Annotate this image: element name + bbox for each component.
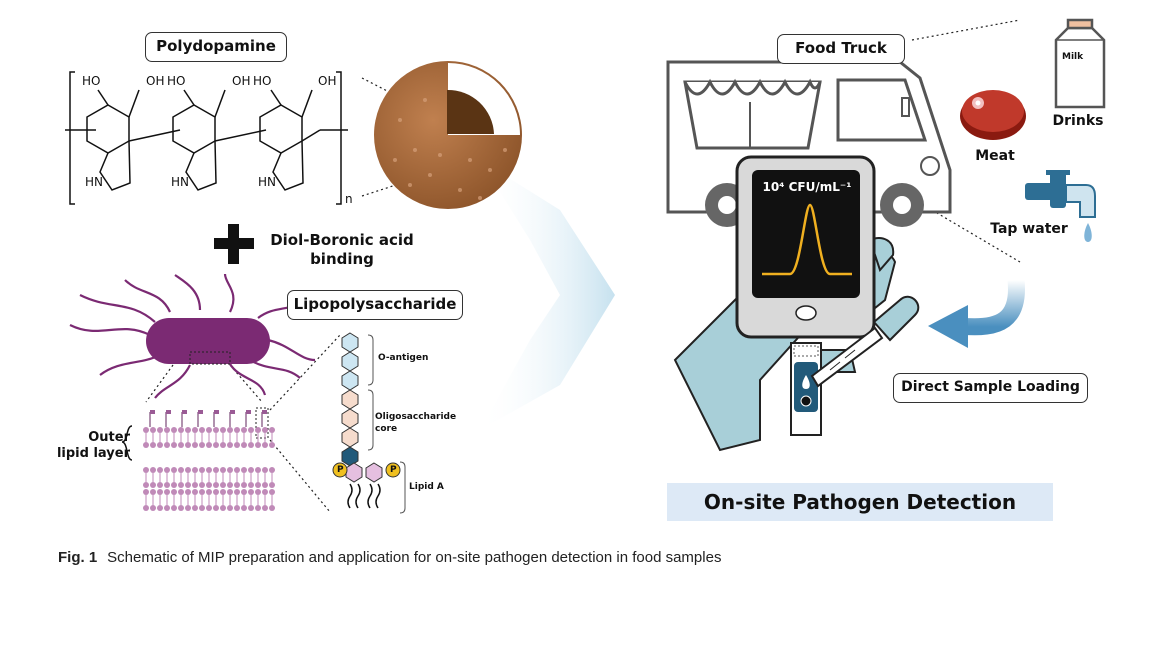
detection-banner: On-site Pathogen Detection: [667, 483, 1053, 521]
chem-oh-3: OH: [318, 74, 337, 88]
process-arrow: [480, 160, 615, 430]
milk-label: Milk: [1062, 52, 1084, 62]
lps-chain: [332, 332, 401, 509]
chem-ho-3: HO: [253, 74, 272, 88]
direct-loading-label: Direct Sample Loading: [893, 373, 1088, 403]
chem-nh-2: HN: [171, 175, 189, 189]
smartphone: [735, 155, 876, 339]
oligo-label-line1: Oligosaccharide: [375, 412, 457, 422]
outer-label-line1: Outer: [88, 430, 130, 445]
phosphate-left-label: P: [337, 465, 344, 475]
test-strip: [790, 342, 822, 436]
polydopamine-label: Polydopamine: [145, 32, 287, 62]
tap-water-label: Tap water: [990, 221, 1068, 237]
lps-label: Lipopolysaccharide: [287, 290, 463, 320]
outer-label-line2: lipid layer: [56, 446, 130, 461]
caption-text: Schematic of MIP preparation and applica…: [107, 549, 722, 566]
chem-nh-1: HN: [85, 175, 103, 189]
caption-fig-number: Fig. 1: [58, 549, 98, 566]
chem-oh-1: OH: [146, 74, 165, 88]
o-antigen-label: O-antigen: [378, 353, 429, 363]
tap-water-icon: [1025, 170, 1096, 242]
chem-nh-3: HN: [258, 175, 276, 189]
bacterium: [69, 273, 316, 399]
dropper: [810, 295, 920, 388]
binding-label-line1: Diol-Boronic acid: [270, 231, 414, 249]
screen-readout: 10⁴ CFU/mL⁻¹: [762, 180, 852, 194]
figure-caption: Fig. 1 Schematic of MIP preparation and a…: [58, 549, 721, 566]
plus-icon: [214, 224, 254, 264]
signal-peak: [762, 203, 852, 276]
subscript-n: n: [345, 192, 353, 206]
membrane-bilayer-drawing: [143, 410, 275, 511]
chem-ho-2: HO: [167, 74, 186, 88]
hex: [341, 332, 359, 353]
milk-carton-icon: [1054, 18, 1106, 109]
mip-particle-sphere: [374, 61, 522, 209]
chem-oh-2: OH: [232, 74, 251, 88]
drinks-label: Drinks: [1052, 113, 1104, 129]
lipid-a-label: Lipid A: [409, 482, 444, 492]
meat-icon: [960, 90, 1026, 140]
binding-label-line2: binding: [310, 250, 374, 268]
chem-ho-1: HO: [82, 74, 101, 88]
meat-label: Meat: [975, 148, 1015, 164]
oligo-label-line2: core: [375, 424, 398, 434]
loading-arrow: [928, 279, 1025, 348]
food-truck-label: Food Truck: [777, 34, 905, 64]
polydopamine-structure: [65, 71, 348, 205]
phosphate-right-label: P: [390, 465, 397, 475]
